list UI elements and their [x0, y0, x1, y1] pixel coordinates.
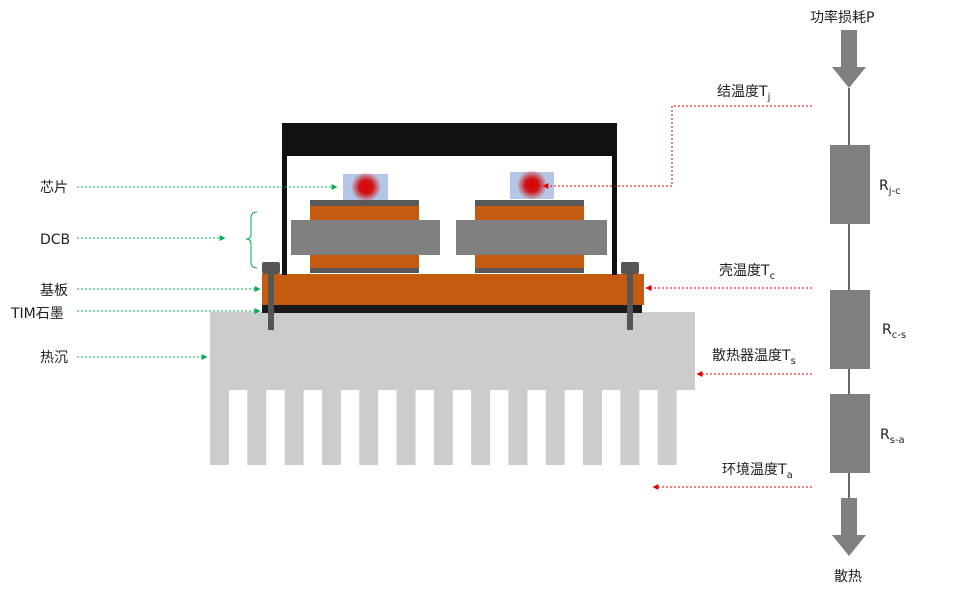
- resistor-jc-label: Rj-c: [879, 178, 901, 197]
- heatsink-fin: [433, 389, 453, 465]
- heatsink-fin: [508, 389, 528, 465]
- resistor-sa: [830, 394, 870, 473]
- heatsink-fin: [657, 389, 677, 465]
- heatsink-fin: [620, 389, 640, 465]
- dcb-left-bottom-solder: [310, 268, 419, 273]
- heatsink-fin: [583, 389, 602, 465]
- housing-left-wall: [282, 150, 287, 275]
- label-junction-temp: 结温度Tj: [717, 84, 770, 103]
- arrow-down-icon: [832, 498, 866, 556]
- heatsink-fins: [210, 389, 677, 465]
- label-dcb: DCB: [40, 232, 70, 248]
- dcb-brace: [245, 211, 258, 269]
- dcb-left-bottom-copper: [310, 255, 419, 270]
- bolt-left: [262, 262, 280, 330]
- dcb-left-ceramic: [291, 220, 440, 255]
- resistor-sa-label: Rs-a: [880, 427, 905, 446]
- bolt-right: [621, 262, 639, 330]
- heatsink-fin: [396, 389, 416, 465]
- heatsink-fin: [471, 389, 491, 465]
- resistor-cs-label: Rc-s: [882, 322, 906, 341]
- label-baseplate: 基板: [40, 282, 68, 299]
- housing-right-wall: [612, 150, 617, 275]
- label-tim: TIM石墨: [10, 306, 64, 322]
- resistor-cs: [830, 290, 870, 369]
- label-ambient-temp: 环境温度Ta: [722, 462, 793, 481]
- heatsink-fin: [359, 389, 379, 465]
- arrow-junction: [542, 105, 812, 189]
- dcb-left-top-solder: [310, 200, 419, 206]
- heatsink-fin: [210, 389, 229, 465]
- label-sink-temp: 散热器温度Ts: [712, 348, 796, 367]
- heatsink-fin: [321, 389, 341, 465]
- dcb-left: [291, 200, 440, 273]
- heatsink-fin: [284, 389, 304, 465]
- resistor-jc: [830, 145, 870, 224]
- chip-left: [343, 172, 388, 202]
- dcb-right-bottom-solder: [475, 268, 584, 273]
- heatsink: [210, 312, 695, 465]
- left-labels: 芯片 DCB 基板 TIM石墨 热沉: [10, 180, 338, 366]
- label-power-loss: 功率损耗P: [810, 9, 874, 26]
- tim-graphite-layer: [262, 305, 642, 313]
- thermal-network: 功率损耗P Rj-c Rc-s Rs-a 散热 结温度Tj 壳温度Tc 散热器温…: [542, 9, 906, 585]
- dcb-right-top-solder: [475, 200, 584, 206]
- dcb-right-ceramic: [456, 220, 607, 255]
- heatsink-fin: [545, 389, 565, 465]
- label-chip: 芯片: [40, 180, 68, 196]
- label-case-temp: 壳温度Tc: [719, 262, 775, 282]
- dcb-left-top-copper: [310, 205, 419, 220]
- heatsink-fin: [247, 389, 267, 465]
- chip-right: [510, 170, 554, 200]
- housing-lid: [282, 123, 617, 156]
- arrow-down-icon: [832, 30, 866, 88]
- label-heat-out: 散热: [834, 569, 862, 585]
- module-housing: [282, 123, 617, 275]
- dcb-right-bottom-copper: [475, 255, 584, 270]
- dcb-right-top-copper: [475, 205, 584, 220]
- heatsink-body: [210, 312, 695, 390]
- dcb-right: [456, 200, 607, 273]
- baseplate: [262, 274, 644, 305]
- label-heatsink: 热沉: [40, 350, 68, 366]
